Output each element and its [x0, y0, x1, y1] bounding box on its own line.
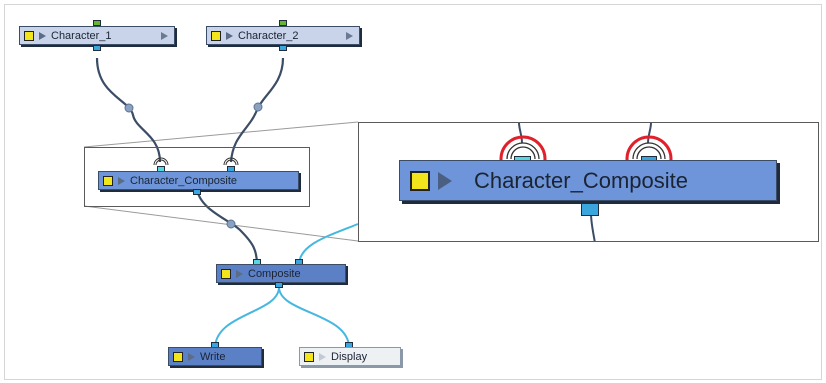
- zoom-cable-out: [590, 212, 596, 241]
- composite-node[interactable]: Composite: [216, 264, 346, 283]
- enable-toggle-icon[interactable]: [173, 351, 183, 362]
- play-arrow-icon: [118, 176, 125, 185]
- zoom-source-box: [84, 147, 310, 207]
- port-circle-icon: [506, 142, 540, 160]
- character-2-node[interactable]: Character_2: [206, 26, 360, 45]
- play-arrow-icon: [438, 171, 452, 190]
- enable-toggle-icon: [410, 170, 430, 191]
- play-arrow-icon: [188, 352, 195, 361]
- character-composite-output-port[interactable]: [193, 189, 201, 195]
- zoom-output-port: [581, 203, 599, 216]
- character-1-input-port[interactable]: [93, 20, 101, 26]
- node-canvas[interactable]: Character_1 Character_2 Character_Compos…: [4, 4, 822, 380]
- play-arrow-icon: [39, 31, 46, 40]
- port-circle-icon: [223, 157, 239, 166]
- cable-knot-3[interactable]: [226, 219, 236, 229]
- write-node[interactable]: Write: [168, 347, 262, 366]
- zoom-character-composite-node: Character_Composite: [399, 160, 777, 201]
- zoom-inset: Character_Composite: [358, 122, 819, 242]
- enable-toggle-icon[interactable]: [221, 268, 231, 279]
- cable-display[interactable]: [278, 286, 350, 348]
- play-arrow-icon: [346, 31, 353, 40]
- enable-toggle-icon[interactable]: [103, 175, 113, 186]
- enable-toggle-icon[interactable]: [304, 351, 314, 362]
- cable-bg[interactable]: [298, 223, 359, 266]
- character-2-input-port[interactable]: [279, 20, 287, 26]
- play-arrow-icon: [319, 352, 326, 361]
- character-1-output-port[interactable]: [93, 45, 101, 51]
- zoom-guide-bottom: [83, 205, 359, 242]
- cable-char1[interactable]: [95, 57, 162, 163]
- zoom-node-label: Character_Composite: [474, 167, 688, 193]
- connections-layer: [83, 57, 359, 348]
- zoom-cable-1: [518, 123, 523, 144]
- composite-label: Composite: [248, 267, 301, 280]
- enable-toggle-icon[interactable]: [211, 30, 221, 41]
- zoom-guide-top: [83, 121, 359, 148]
- display-node[interactable]: Display: [299, 347, 401, 366]
- character-composite-label: Character_Composite: [130, 174, 237, 187]
- character-composite-node[interactable]: Character_Composite: [98, 171, 299, 190]
- display-label: Display: [331, 350, 368, 363]
- cable-knot-1[interactable]: [124, 103, 134, 113]
- cable-charcomp[interactable]: [195, 188, 259, 266]
- character-1-node[interactable]: Character_1: [19, 26, 175, 45]
- cable-write[interactable]: [214, 286, 280, 348]
- character-1-label: Character_1: [51, 29, 112, 42]
- play-arrow-icon: [161, 31, 168, 40]
- zoom-cable-2: [647, 123, 652, 144]
- port-circle-icon: [632, 142, 666, 160]
- composite-output-port[interactable]: [275, 282, 283, 288]
- port-circle-icon: [153, 157, 169, 166]
- cable-knot-2[interactable]: [253, 102, 263, 112]
- character-2-label: Character_2: [238, 29, 299, 42]
- enable-toggle-icon[interactable]: [24, 30, 34, 41]
- play-arrow-icon: [226, 31, 233, 40]
- character-2-output-port[interactable]: [279, 45, 287, 51]
- write-label: Write: [200, 350, 226, 363]
- play-arrow-icon: [236, 269, 243, 278]
